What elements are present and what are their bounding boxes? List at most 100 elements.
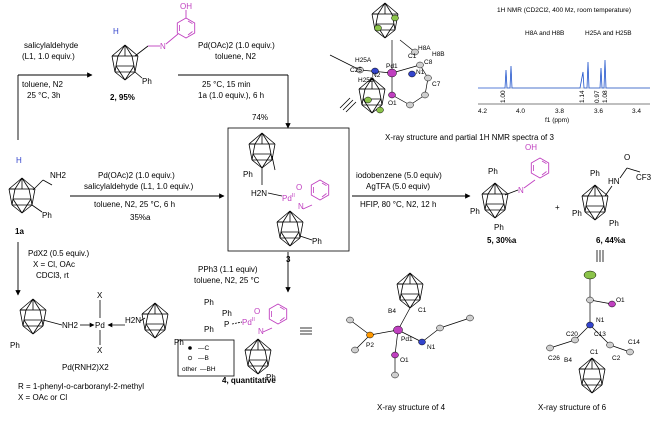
oh-label: OH xyxy=(180,2,192,11)
xray3-label-n2: N2 xyxy=(372,72,381,79)
integral-1: 1.00 xyxy=(500,90,507,103)
reaction-1a-to-2: salicylaldehyde (L1, 1.0 equiv.) toluene… xyxy=(17,41,93,140)
tick-5: 3.4 xyxy=(632,108,641,115)
ph-top: Ph xyxy=(488,167,498,176)
yield-3: 74% xyxy=(252,113,268,122)
xray3-label-h25a: H25A xyxy=(355,57,372,64)
xray4-label-n1: N1 xyxy=(427,344,436,351)
product-5-label: 5, 30%a xyxy=(487,236,517,245)
o-label: O xyxy=(296,183,302,192)
h2n-b: H2N xyxy=(125,316,141,325)
ph-3: Ph xyxy=(204,325,214,334)
ph-right: Ph xyxy=(174,338,184,347)
cond-line3: 25 °C, 15 min xyxy=(202,80,251,89)
o-label: O xyxy=(254,307,260,316)
h-label: H xyxy=(113,27,119,36)
n-label: N xyxy=(518,186,524,195)
xray6-label-n1: N1 xyxy=(596,317,605,324)
compound-4: Ph Ph Ph P PdII O N Ph 4, quantitative xyxy=(204,298,312,385)
tick-3: 3.8 xyxy=(555,108,564,115)
ph-bottom: Ph xyxy=(494,223,504,232)
xray3-label-c7: C7 xyxy=(432,81,441,88)
xray3-label-h8b: H8B xyxy=(432,51,445,58)
xray6-label-c14: C14 xyxy=(628,339,640,346)
reagent-detail: (L1, 1.0 equiv.) xyxy=(22,52,75,61)
arrow-line2: salicylaldehyde (L1, 1.0 equiv.) xyxy=(84,182,194,191)
legend-c: —C xyxy=(198,345,210,352)
n-label: N xyxy=(298,202,304,211)
xray3-label-h25b: H25B xyxy=(358,77,374,84)
xray6-label-c26: C26 xyxy=(548,355,560,362)
product-6: Ph Ph Ph HN O CF3 6, 44%a xyxy=(572,153,652,262)
reaction-1a-to-pdcomplex: PdX2 (0.5 equiv.) X = Cl, OAc CDCl3, rt xyxy=(15,242,90,296)
x-def: X = Cl, OAc xyxy=(33,260,75,269)
pd-label: Pd xyxy=(95,321,105,330)
xray-structure-6: N1 O1 C20 C13 B4 C1 C2 C14 C26 X-ray str… xyxy=(538,270,640,412)
complex-pd-rnh2-x2: NH2 Pd H2N X X Ph Ph Pd(RNH2)X2 R = 1-ph… xyxy=(10,291,184,402)
cond-line2: toluene, N2 xyxy=(215,52,256,61)
xray3-label-h8a: H8A xyxy=(418,45,431,52)
reaction-3-to-4: PPh3 (1.1 equiv) toluene, N2, 25 °C xyxy=(194,252,291,293)
xray6-label-c1: C1 xyxy=(590,349,599,356)
nmr-label-h25: H25A and H25B xyxy=(585,30,632,37)
x-def2: X = OAc or Cl xyxy=(18,393,67,402)
tick-4: 3.6 xyxy=(594,108,603,115)
r-def: R = 1-phenyl-o-carboranyl-2-methyl xyxy=(18,382,144,391)
xray3-label-o1: O1 xyxy=(388,100,397,107)
compound-3-box: Ph H2N PdII O N Ph 3 xyxy=(227,127,350,264)
reaction-3-to-5-6: iodobenzene (5.0 equiv) AgTFA (5.0 equiv… xyxy=(352,171,471,209)
nmr-header: 1H NMR (CD2Cl2, 400 Mz, room temperature… xyxy=(497,7,631,14)
nmr-axis-label: f1 (ppm) xyxy=(545,117,569,124)
xray3-label-c1: C1 xyxy=(408,53,417,60)
nmr-label-h8: H8A and H8B xyxy=(525,30,564,37)
compound-label-1a: 1a xyxy=(15,227,24,236)
xray3-caption: X-ray structure and partial 1H NMR spect… xyxy=(385,133,555,142)
nmr-integrals: 1.00 1.14 0.97 1.08 xyxy=(500,90,609,103)
compound-2: H N OH Ph 2, 95% xyxy=(110,2,196,102)
product-5: Ph Ph Ph N OH 5, 30%a xyxy=(470,143,550,245)
pd-label: PdII xyxy=(242,317,255,327)
p-label: P xyxy=(224,320,229,329)
arrow-line2: toluene, N2, 25 °C xyxy=(194,276,260,285)
nh2-label: NH2 xyxy=(50,171,67,180)
ph-label: Ph xyxy=(42,211,52,220)
arrow-line3: toluene, N2, 25 °C, 6 h xyxy=(94,200,175,209)
xray4-label-pd1: Pd1 xyxy=(401,336,413,343)
reagent-salicylaldehyde: salicylaldehyde xyxy=(24,41,79,50)
ph-left: Ph xyxy=(10,341,20,350)
integral-3: 0.97 xyxy=(594,90,601,103)
nh2-a: NH2 xyxy=(62,321,79,330)
integral-4: 1.08 xyxy=(602,90,609,103)
yield-2: 2, 95% xyxy=(110,93,135,102)
compound-4-label: 4, quantitative xyxy=(222,376,276,385)
h2n-label: H2N xyxy=(251,189,267,198)
nmr-ticks: 4.2 4.0 3.8 3.6 3.4 xyxy=(478,108,641,115)
h-label: H xyxy=(16,156,22,165)
pdx2-reagent: PdX2 (0.5 equiv.) xyxy=(28,249,90,258)
xray6-label-c20: C20 xyxy=(566,331,578,338)
cond-line1: Pd(OAc)2 (1.0 equiv.) xyxy=(198,41,275,50)
ph-label: Ph xyxy=(142,77,152,86)
o-label: O xyxy=(624,153,630,162)
arrow-line4: 35%a xyxy=(130,213,151,222)
compound-1a: H NH2 Ph 1a xyxy=(8,156,67,236)
xray6-label-c2: C2 xyxy=(612,355,621,362)
tick-1: 4.2 xyxy=(478,108,487,115)
xray3-label-c25: C25 xyxy=(350,67,362,74)
x-bottom: X xyxy=(97,346,103,355)
arrow-line3: HFIP, 80 °C, N2, 12 h xyxy=(360,200,436,209)
arrow-line1: Pd(OAc)2 (1.0 equiv.) xyxy=(98,171,175,180)
conditions: 25 °C, 3h xyxy=(27,91,60,100)
arrow-line1: iodobenzene (5.0 equiv) xyxy=(356,171,442,180)
arrow-line1: PPh3 (1.1 equiv) xyxy=(198,265,258,274)
n-label: N xyxy=(160,42,166,51)
xray6-label-b4: B4 xyxy=(564,357,572,364)
nmr-spectrum: 1H NMR (CD2Cl2, 400 Mz, room temperature… xyxy=(478,7,650,124)
tick-2: 4.0 xyxy=(516,108,525,115)
ph-left: Ph xyxy=(572,209,582,218)
cdcl3: CDCl3, rt xyxy=(36,271,70,280)
solvent: toluene, N2 xyxy=(22,80,63,89)
n-label: N xyxy=(258,327,264,336)
